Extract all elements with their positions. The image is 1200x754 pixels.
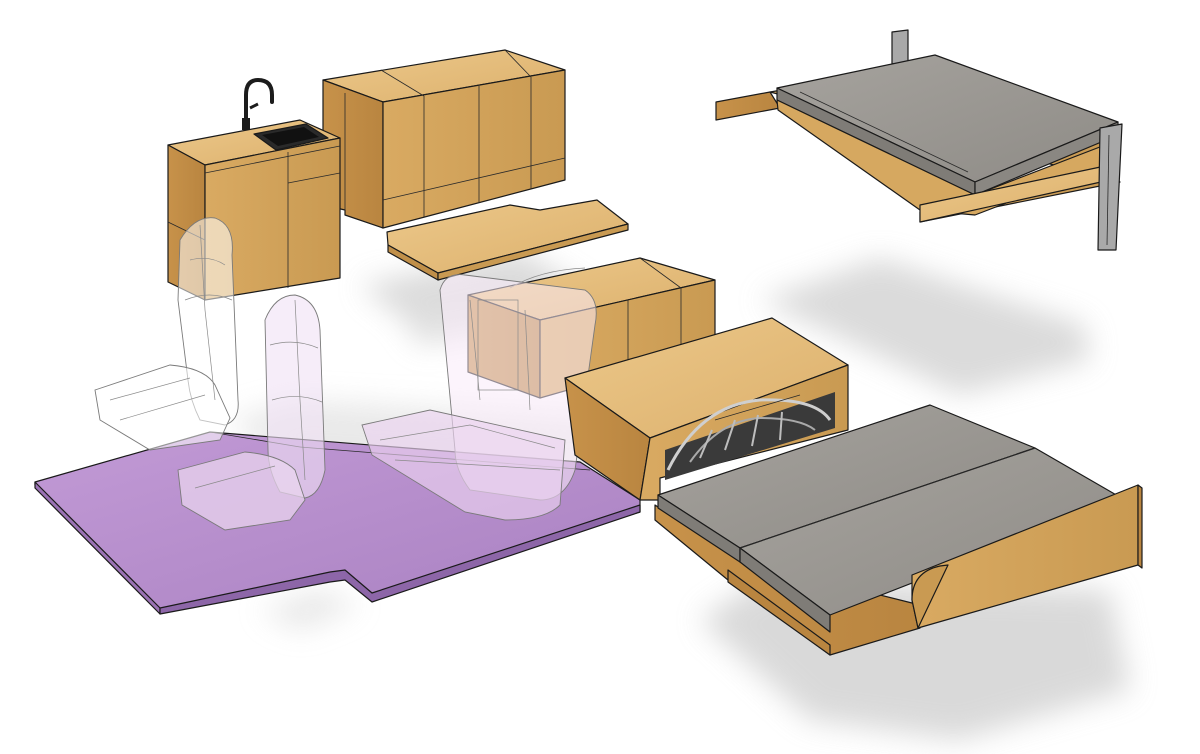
storage-box <box>564 317 849 501</box>
faucet-icon <box>242 77 274 130</box>
upper-cabinet <box>322 49 566 229</box>
loose-panel <box>386 199 629 281</box>
bed-platform <box>715 29 1123 251</box>
passenger-seat <box>177 294 326 531</box>
sink-basin <box>253 123 329 151</box>
rear-bench-seat <box>361 274 597 521</box>
driver-seat <box>94 217 239 451</box>
sofa-bed <box>654 404 1143 656</box>
wheel-arch-icon <box>666 398 832 471</box>
